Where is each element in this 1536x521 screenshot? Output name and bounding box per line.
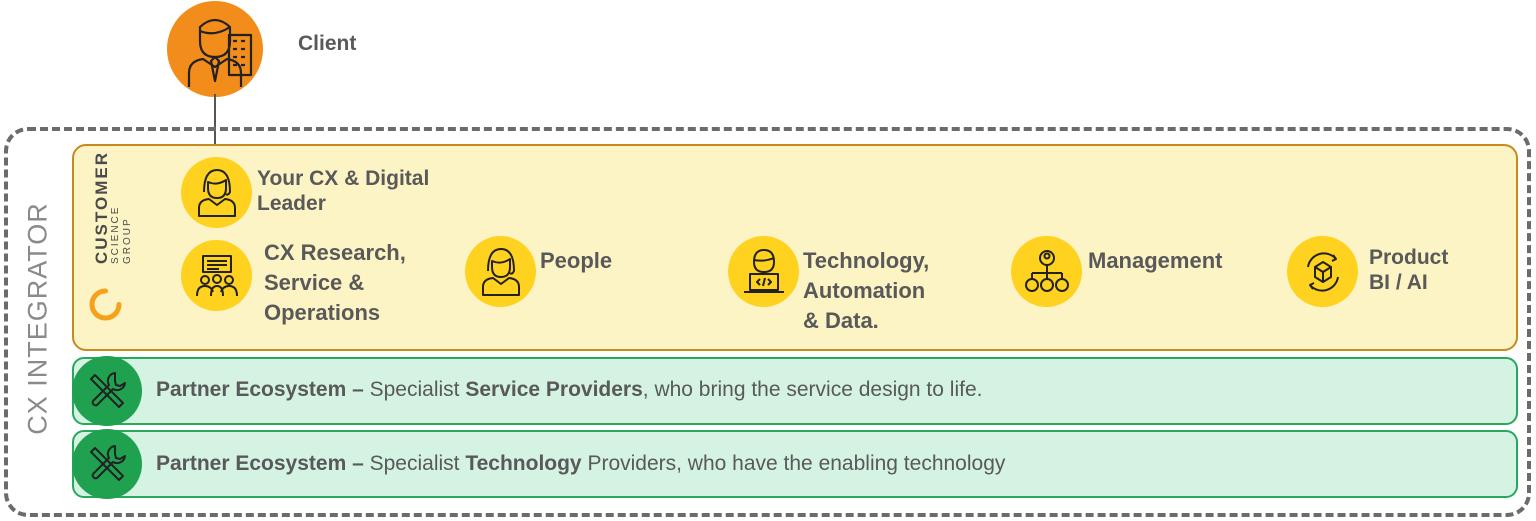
- partner-technology-text: Partner Ecosystem – Specialist Technolog…: [156, 452, 1006, 475]
- client-label: Client: [298, 32, 357, 55]
- partner-technology-bar: [72, 430, 1518, 498]
- brand-sub: SCIENCE GROUP: [110, 205, 133, 264]
- leader-label: Your CX & Digital Leader: [257, 167, 430, 215]
- woman-icon: [481, 247, 520, 296]
- product-icon-circle: [1287, 236, 1358, 307]
- technology-label: Technology, Automation & Data.: [803, 248, 930, 333]
- leader-icon-circle: [181, 157, 252, 228]
- tools-icon: [90, 445, 126, 481]
- brand-main: CUSTOMER: [92, 151, 111, 264]
- people-icon-circle: [465, 236, 536, 307]
- presentation-group-icon: [195, 254, 238, 296]
- research-label: CX Research, Service & Operations: [264, 240, 406, 325]
- cx-integrator-label: CX INTEGRATOR: [22, 202, 53, 435]
- cx-integrator-frame: [4, 127, 1531, 517]
- developer-laptop-icon: [743, 248, 784, 293]
- client-avatar: [167, 1, 263, 97]
- customer-science-logo-icon: [89, 288, 122, 321]
- partner-icon-circle: [72, 429, 142, 499]
- technology-icon-circle: [728, 236, 799, 307]
- research-icon-circle: [181, 240, 252, 311]
- customer-science-logo-text: CUSTOMER SCIENCE GROUP: [92, 151, 133, 264]
- partner-service-providers-bar: [72, 357, 1518, 425]
- partner-icon-circle: [72, 356, 142, 426]
- businessman-icon: [187, 18, 253, 87]
- customer-science-panel: [72, 144, 1518, 351]
- product-label: Product BI / AI: [1369, 246, 1449, 294]
- woman-icon: [197, 168, 236, 217]
- product-cycle-icon: [1306, 251, 1339, 292]
- management-icon-circle: [1011, 236, 1082, 307]
- management-label: Management: [1088, 248, 1223, 273]
- people-label: People: [540, 248, 613, 273]
- partner-service-providers-text: Partner Ecosystem – Specialist Service P…: [156, 378, 983, 401]
- org-chart-icon: [1024, 249, 1069, 292]
- tools-icon: [90, 372, 126, 408]
